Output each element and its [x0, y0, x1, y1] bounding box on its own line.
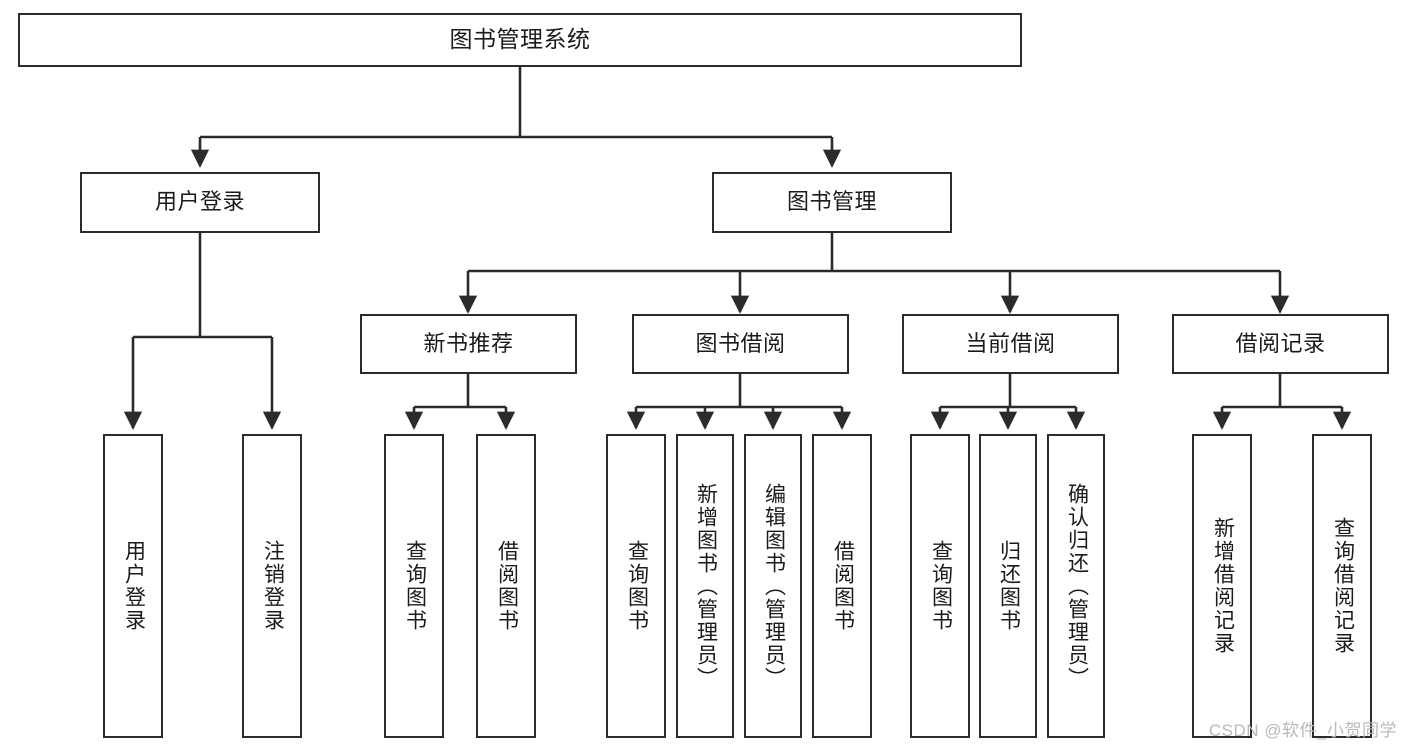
- node-leaf-user-logout[interactable]: 注销登录: [242, 434, 302, 738]
- node-borrow-record[interactable]: 借阅记录: [1172, 314, 1389, 374]
- node-leaf-query-book-3-label: 查询图书: [929, 540, 953, 632]
- node-leaf-add-book-admin[interactable]: 新增图书（管理员）: [676, 434, 734, 738]
- node-leaf-query-book-1[interactable]: 查询图书: [384, 434, 444, 738]
- node-leaf-borrow-book-1-label: 借阅图书: [495, 540, 519, 632]
- node-leaf-edit-book-admin-label: 编辑图书（管理员）: [762, 482, 786, 690]
- node-leaf-return-book-label: 归还图书: [997, 540, 1021, 632]
- node-leaf-add-borrow-record[interactable]: 新增借阅记录: [1192, 434, 1252, 738]
- node-leaf-query-book-2[interactable]: 查询图书: [606, 434, 666, 738]
- node-leaf-return-book[interactable]: 归还图书: [979, 434, 1037, 738]
- node-new-book-recommend[interactable]: 新书推荐: [360, 314, 577, 374]
- node-book-borrow-label: 图书借阅: [695, 330, 786, 356]
- node-user-login[interactable]: 用户登录: [80, 172, 320, 233]
- node-leaf-query-book-1-label: 查询图书: [403, 540, 427, 632]
- node-leaf-confirm-return-admin-label: 确认归还（管理员）: [1065, 482, 1089, 690]
- node-root[interactable]: 图书管理系统: [18, 13, 1022, 67]
- node-user-login-label: 用户登录: [154, 189, 245, 215]
- node-leaf-confirm-return-admin[interactable]: 确认归还（管理员）: [1047, 434, 1105, 738]
- node-leaf-user-logout-label: 注销登录: [261, 540, 285, 632]
- node-leaf-add-borrow-record-label: 新增借阅记录: [1211, 517, 1235, 655]
- node-leaf-user-login-label: 用户登录: [122, 540, 146, 632]
- node-leaf-borrow-book-1[interactable]: 借阅图书: [476, 434, 536, 738]
- watermark: CSDN @软件_小贺同学: [1208, 721, 1397, 740]
- node-leaf-query-book-3[interactable]: 查询图书: [910, 434, 970, 738]
- node-book-manage[interactable]: 图书管理: [712, 172, 952, 233]
- node-leaf-user-login[interactable]: 用户登录: [103, 434, 163, 738]
- node-leaf-borrow-book-2-label: 借阅图书: [831, 540, 855, 632]
- node-current-borrow[interactable]: 当前借阅: [902, 314, 1119, 374]
- node-leaf-borrow-book-2[interactable]: 借阅图书: [812, 434, 872, 738]
- node-new-book-recommend-label: 新书推荐: [423, 330, 514, 356]
- node-leaf-edit-book-admin[interactable]: 编辑图书（管理员）: [744, 434, 802, 738]
- node-current-borrow-label: 当前借阅: [965, 330, 1056, 356]
- node-book-borrow[interactable]: 图书借阅: [632, 314, 849, 374]
- node-leaf-query-borrow-record[interactable]: 查询借阅记录: [1312, 434, 1372, 738]
- node-root-label: 图书管理系统: [449, 26, 591, 53]
- node-leaf-query-book-2-label: 查询图书: [625, 540, 649, 632]
- node-book-manage-label: 图书管理: [786, 189, 877, 215]
- node-leaf-query-borrow-record-label: 查询借阅记录: [1331, 517, 1355, 655]
- node-borrow-record-label: 借阅记录: [1235, 330, 1326, 356]
- node-leaf-add-book-admin-label: 新增图书（管理员）: [694, 482, 718, 690]
